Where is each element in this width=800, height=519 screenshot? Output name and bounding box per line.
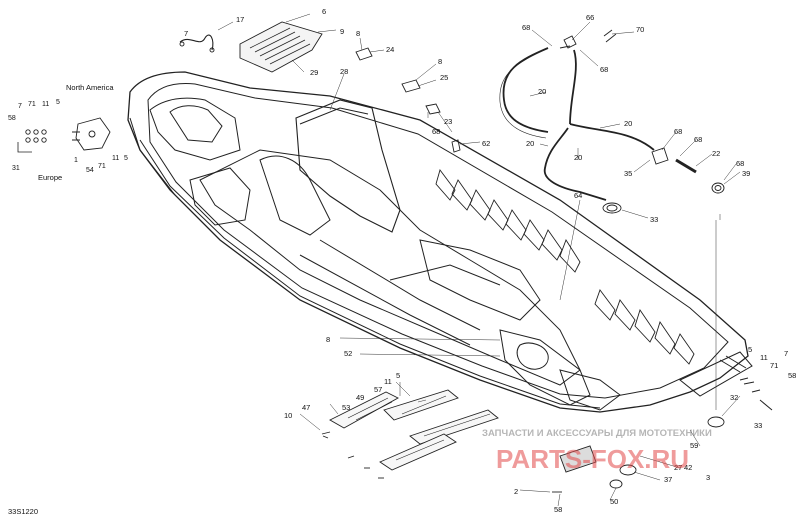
callout-66: 66 xyxy=(586,13,594,22)
bow-hardware-detail xyxy=(17,117,111,153)
callout-17: 17 xyxy=(236,15,244,24)
callout-r5: 5 xyxy=(748,345,752,354)
callout-33a: 33 xyxy=(650,215,658,224)
callout-28: 28 xyxy=(340,67,348,76)
callout-labels: 17 6 9 29 7 8 24 8 25 28 23 68 62 68 66 … xyxy=(8,7,796,516)
callout-62: 62 xyxy=(482,139,490,148)
callout-57: 57 xyxy=(374,385,382,394)
watermark-text: ЗАПЧАСТИ И АКСЕССУАРЫ ДЛЯ МОТОТЕХНИКИ xyxy=(482,428,712,439)
callout-20d: 20 xyxy=(574,153,582,162)
callout-52: 52 xyxy=(344,349,352,358)
callout-l11: 11 xyxy=(42,101,49,108)
callout-l11b: 11 xyxy=(112,155,119,162)
callout-53: 53 xyxy=(342,403,350,412)
callout-24: 24 xyxy=(386,45,394,54)
callout-29: 29 xyxy=(310,68,318,77)
callout-20a: 20 xyxy=(538,87,546,96)
callout-7: 7 xyxy=(184,29,188,38)
bottom-parts xyxy=(321,377,773,493)
leader-lines xyxy=(217,13,741,507)
watermark: ЗАПЧАСТИ И АКСЕССУАРЫ ДЛЯ МОТОТЕХНИКИ PA… xyxy=(482,428,712,474)
hull xyxy=(127,71,753,413)
callout-l71: 71 xyxy=(28,101,36,108)
callout-39: 39 xyxy=(742,169,750,178)
callout-r71: 71 xyxy=(770,361,778,370)
callout-33b: 33 xyxy=(754,421,762,430)
callout-68c: 68 xyxy=(432,127,440,136)
callout-9: 9 xyxy=(340,27,344,36)
callout-42: 42 xyxy=(684,463,692,472)
callout-8a: 8 xyxy=(356,29,360,38)
callout-l5: 5 xyxy=(56,99,60,106)
callout-68f: 68 xyxy=(736,159,744,168)
callout-20c: 20 xyxy=(526,139,534,148)
callout-68b: 68 xyxy=(600,65,608,74)
callout-l5b: 5 xyxy=(124,155,128,162)
callout-59: 59 xyxy=(690,441,698,450)
upper-parts xyxy=(179,21,725,214)
callout-25: 25 xyxy=(440,73,448,82)
callout-35: 35 xyxy=(624,169,632,178)
callout-10: 10 xyxy=(284,411,292,420)
callout-6: 6 xyxy=(322,7,326,16)
callout-20b: 20 xyxy=(624,119,632,128)
callout-37: 37 xyxy=(664,475,672,484)
callout-8b: 8 xyxy=(438,57,442,66)
callout-r7: 7 xyxy=(784,349,788,358)
callout-l71b: 71 xyxy=(98,163,106,170)
watermark-brand: PARTS-FOX.RU xyxy=(496,444,689,474)
callout-68d: 68 xyxy=(674,127,682,136)
callout-49: 49 xyxy=(356,393,364,402)
callout-68a: 68 xyxy=(522,23,530,32)
callout-l7: 7 xyxy=(18,103,22,110)
callout-68e: 68 xyxy=(694,135,702,144)
label-europe: Europe xyxy=(38,173,62,182)
callout-r58: 58 xyxy=(788,371,796,380)
callout-8c: 8 xyxy=(326,335,330,344)
label-north-america: North America xyxy=(66,83,114,92)
callout-2: 2 xyxy=(514,487,518,496)
diagram-code: 33S1220 xyxy=(8,507,38,516)
callout-5: 5 xyxy=(396,371,400,380)
callout-64: 64 xyxy=(574,191,582,200)
callout-22: 22 xyxy=(712,149,720,158)
callout-l54: 54 xyxy=(86,167,94,174)
callout-58: 58 xyxy=(554,505,562,514)
callout-l1: 1 xyxy=(74,157,78,164)
callout-47: 47 xyxy=(302,403,310,412)
callout-l58: 58 xyxy=(8,115,16,122)
callout-3: 3 xyxy=(706,473,710,482)
callout-50: 50 xyxy=(610,497,618,506)
callout-l31: 31 xyxy=(12,165,20,172)
callout-32: 32 xyxy=(730,393,738,402)
callout-23: 23 xyxy=(444,117,452,126)
callout-11: 11 xyxy=(384,377,392,386)
callout-27: 27 xyxy=(674,463,682,472)
callout-r11: 11 xyxy=(760,353,768,362)
callout-70: 70 xyxy=(636,25,644,34)
